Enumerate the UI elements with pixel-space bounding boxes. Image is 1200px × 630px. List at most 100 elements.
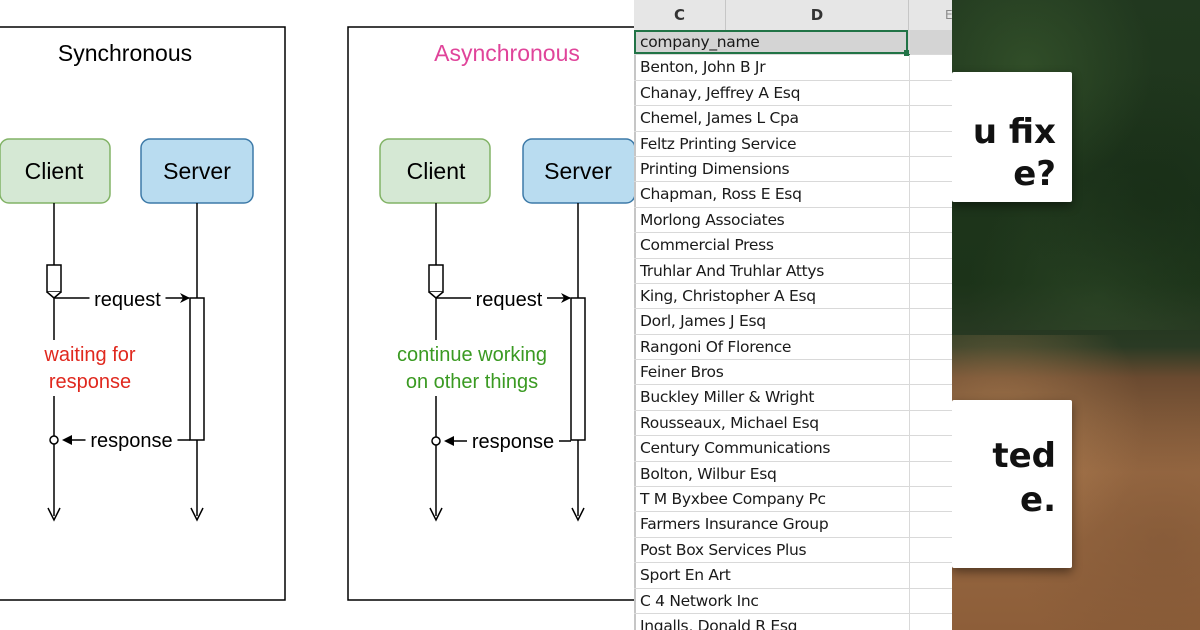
column-divider (909, 334, 910, 360)
diagram-frame (0, 26, 286, 601)
column-divider (909, 309, 910, 334)
table-cell-company-name[interactable]: C 4 Network Inc (640, 591, 759, 610)
table-cell-company-name[interactable]: Rangoni Of Florence (640, 337, 792, 356)
table-row[interactable]: Chanay, Jeffrey A Esq (634, 80, 952, 107)
table-cell-company-name[interactable]: Commercial Press (640, 236, 774, 255)
table-row[interactable]: Commercial Press (634, 233, 952, 259)
column-divider (909, 588, 910, 613)
sheet-rows: company_name Benton, John B Jr Chanay, Je… (634, 30, 952, 630)
table-row[interactable]: Rangoni Of Florence (634, 334, 952, 361)
table-cell-company-name[interactable]: Feiner Bros (640, 363, 724, 382)
table-row[interactable]: Post Box Services Plus (634, 537, 952, 564)
table-row[interactable]: Rousseaux, Michael Esq (634, 410, 952, 437)
note-line-1: waiting for (43, 344, 135, 366)
cell-company-name-header[interactable]: company_name (640, 33, 760, 51)
table-cell-company-name[interactable]: Farmers Insurance Group (640, 515, 829, 534)
client-label: Client (407, 158, 466, 184)
table-cell-company-name[interactable]: King, Christopher A Esq (640, 286, 816, 305)
table-cell-company-name[interactable]: Dorl, James J Esq (640, 312, 766, 331)
table-row[interactable]: Bolton, Wilbur Esq (634, 461, 952, 488)
table-cell-company-name[interactable]: T M Byxbee Company Pc (640, 490, 826, 509)
note-bg (387, 340, 557, 396)
table-cell-company-name[interactable]: Chanay, Jeffrey A Esq (640, 83, 801, 102)
table-row[interactable]: Chapman, Ross E Esq (634, 182, 952, 208)
client-lifeline-arrowhead (429, 507, 443, 522)
table-cell-company-name[interactable]: Feltz Printing Service (640, 134, 797, 153)
request-label: request (476, 289, 543, 311)
table-row[interactable]: Truhlar And Truhlar Attys (634, 258, 952, 284)
table-cell-company-name[interactable]: Sport En Art (640, 566, 731, 585)
table-row[interactable]: Morlong Associates (634, 207, 952, 234)
column-header-e[interactable]: E (945, 8, 952, 22)
server-lifeline-arrowhead (190, 507, 204, 522)
table-cell-company-name[interactable]: Printing Dimensions (640, 159, 790, 178)
photo-card-bottom: ted e. (952, 400, 1072, 568)
column-divider (909, 563, 910, 588)
table-row[interactable]: King, Christopher A Esq (634, 283, 952, 310)
column-divider (909, 258, 910, 283)
server-lifeline-arrowhead (571, 507, 585, 522)
table-cell-company-name[interactable]: Chapman, Ross E Esq (640, 185, 802, 204)
photo-panel: u fix e? ted e. (952, 0, 1200, 630)
server-label: Server (544, 158, 612, 184)
note-line-2: on other things (406, 371, 538, 393)
column-divider (909, 613, 910, 630)
response-label: response (90, 430, 172, 452)
client-activation-bar (428, 264, 444, 293)
table-row[interactable]: C 4 Network Inc (634, 588, 952, 614)
table-cell-company-name[interactable]: Buckley Miller & Wright (640, 388, 815, 407)
table-row[interactable]: Printing Dimensions (634, 156, 952, 183)
column-divider (909, 80, 910, 106)
table-row[interactable]: Feltz Printing Service (634, 131, 952, 157)
diagram-frame (347, 26, 634, 601)
table-row[interactable]: Dorl, James J Esq (634, 309, 952, 335)
request-label: request (94, 289, 161, 311)
table-cell-company-name[interactable]: Truhlar And Truhlar Attys (640, 261, 825, 280)
table-row[interactable]: Sport En Art (634, 563, 952, 589)
column-divider (909, 131, 910, 156)
table-cell-company-name[interactable]: Post Box Services Plus (640, 540, 807, 559)
table-cell-company-name[interactable]: Rousseaux, Michael Esq (640, 413, 819, 432)
table-cell-company-name[interactable]: Chemel, James L Cpa (640, 109, 799, 128)
card-bottom-line-1: ted (992, 436, 1056, 476)
note-bg (5, 340, 175, 396)
client-lifeline-arrowhead (47, 507, 61, 522)
table-row[interactable]: Feiner Bros (634, 360, 952, 386)
response-arrowhead (444, 436, 454, 446)
column-divider (909, 385, 910, 410)
table-cell-company-name[interactable]: Century Communications (640, 439, 831, 458)
table-row[interactable]: Chemel, James L Cpa (634, 106, 952, 132)
column-divider (909, 207, 910, 233)
column-divider (909, 461, 910, 487)
client-activation-bar (46, 264, 62, 293)
table-row[interactable]: Ingalls, Donald R Esq (634, 613, 952, 630)
column-header-c[interactable]: C (634, 0, 726, 30)
server-label: Server (163, 158, 231, 184)
table-row[interactable]: T M Byxbee Company Pc (634, 487, 952, 513)
table-cell-company-name[interactable]: Morlong Associates (640, 210, 785, 229)
table-row[interactable]: Benton, John B Jr (634, 55, 952, 81)
column-header-d[interactable]: D (726, 0, 909, 30)
client-activation-tip (428, 291, 444, 299)
table-row[interactable]: Century Communications (634, 436, 952, 462)
table-row-header[interactable]: company_name (634, 30, 952, 56)
diagram-title: Synchronous (58, 40, 192, 66)
table-cell-company-name[interactable]: Benton, John B Jr (640, 58, 766, 77)
response-label-bg (85, 428, 178, 450)
column-divider (909, 55, 910, 80)
server-activation-bar (189, 297, 205, 441)
request-label-bg (89, 287, 166, 309)
spreadsheet-panel: C D E company_name Benton, John B Jr Chan… (634, 0, 952, 630)
table-cell-company-name[interactable]: Ingalls, Donald R Esq (640, 616, 798, 630)
column-divider (909, 360, 910, 385)
server-activation-bar (570, 297, 586, 441)
column-divider (909, 537, 910, 563)
column-divider (909, 156, 910, 182)
table-cell-company-name[interactable]: Bolton, Wilbur Esq (640, 464, 777, 483)
client-box (379, 138, 491, 204)
fill-handle[interactable] (904, 50, 910, 56)
table-row[interactable]: Buckley Miller & Wright (634, 385, 952, 411)
client-activation-tip (46, 291, 62, 299)
table-row[interactable]: Farmers Insurance Group (634, 512, 952, 538)
